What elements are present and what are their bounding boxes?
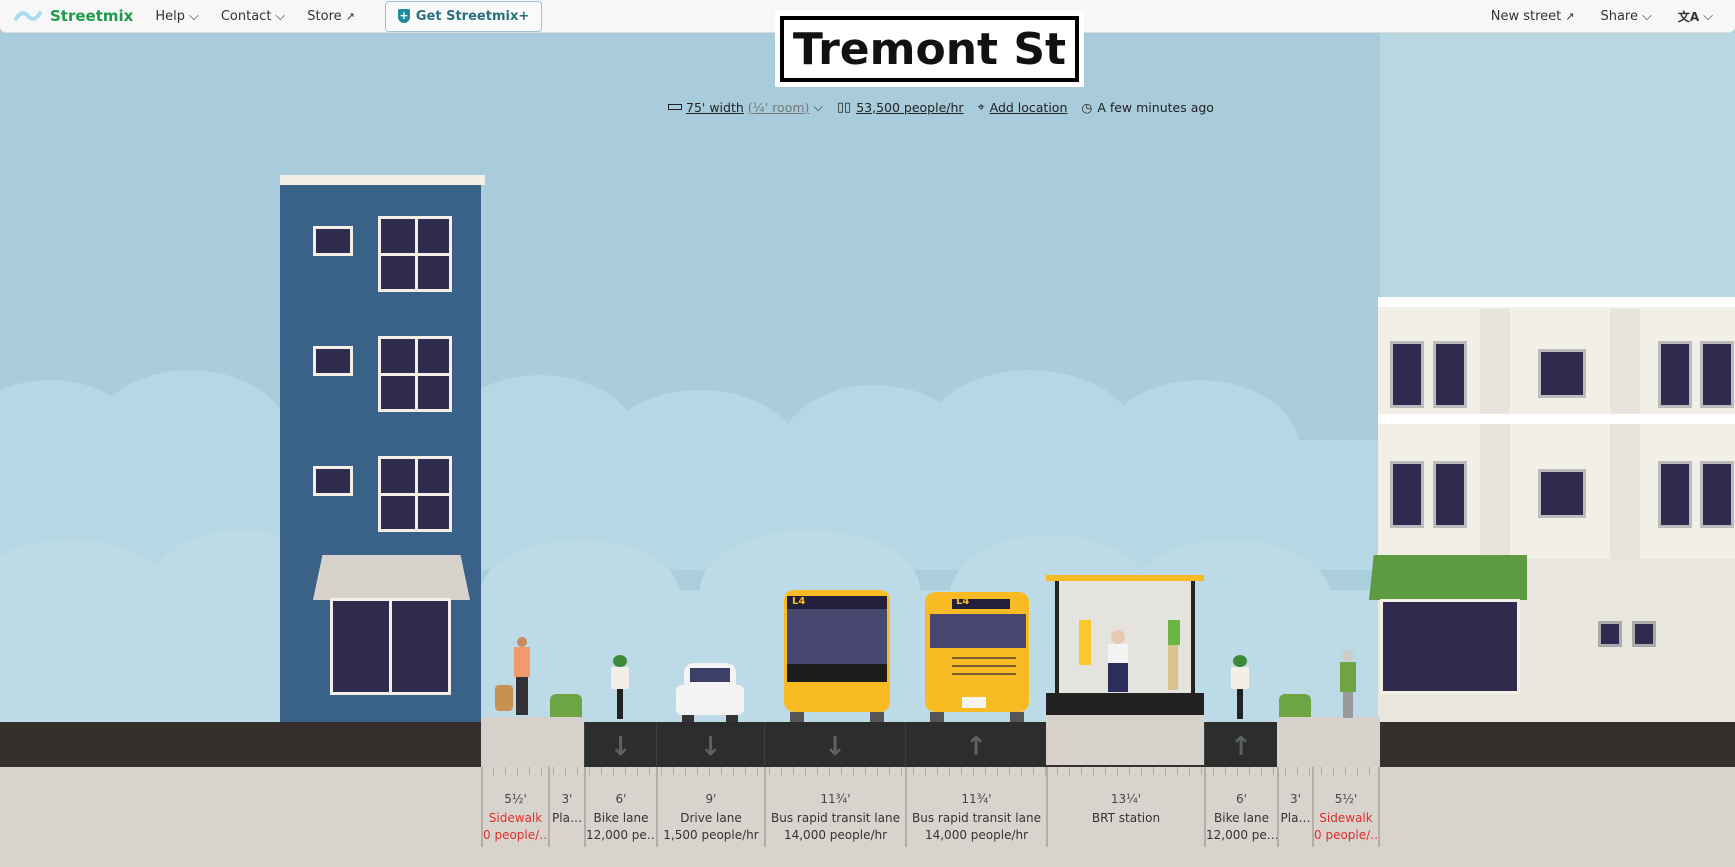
- arrow-down-icon: ↓: [609, 732, 632, 762]
- bus-rear: L4: [922, 590, 1032, 722]
- segment-info-bar: [0, 767, 1735, 867]
- street-meta-bar: 75' width(¼' room)⌵ ▯▯53,500 people/hr ⌖…: [668, 99, 1214, 115]
- ruler-ticks: [481, 767, 1381, 775]
- segment-brt-station[interactable]: 13¼'BRT station: [1046, 767, 1204, 847]
- brand-name: Streetmix: [50, 7, 134, 25]
- share-menu[interactable]: Share⌵: [1600, 9, 1652, 24]
- arrow-down-icon: ↓: [824, 732, 846, 762]
- translate-icon: 文A: [1677, 10, 1700, 24]
- arrow-up-icon: ↑: [965, 732, 987, 762]
- planter-flowers: [550, 694, 582, 717]
- chevron-down-icon: ⌵: [188, 8, 199, 24]
- segment-planter-right[interactable]: 3'Pla…: [1277, 767, 1312, 847]
- car: [674, 663, 746, 722]
- language-menu[interactable]: 文A⌵: [1678, 8, 1713, 25]
- new-street-link[interactable]: New street↗: [1490, 9, 1575, 24]
- sky-background-right: [1380, 33, 1735, 303]
- planter-flowers: [1279, 694, 1311, 717]
- street-name[interactable]: Tremont St: [780, 16, 1079, 82]
- streetmix-logo[interactable]: Streetmix: [14, 7, 133, 25]
- external-link-icon: ↗: [345, 9, 355, 23]
- clock-icon: ◷: [1081, 99, 1093, 115]
- cyclist: [606, 655, 634, 720]
- arrow-down-icon: ↓: [699, 732, 722, 762]
- pedestrian-with-dog: [495, 637, 535, 717]
- bus-front: L4: [782, 590, 892, 722]
- location-pin-icon: ⌖: [977, 99, 985, 114]
- chevron-down-icon: ⌵: [1641, 9, 1652, 24]
- help-menu[interactable]: Help⌵: [155, 8, 199, 24]
- pedestrian-with-walker: [1336, 650, 1360, 718]
- right-building: [1369, 297, 1735, 723]
- contact-menu[interactable]: Contact⌵: [220, 8, 286, 24]
- brt-station-shelter: [1046, 575, 1204, 715]
- buildings-icon: ▯▯: [836, 99, 852, 115]
- external-link-icon: ↗: [1565, 10, 1575, 23]
- cyclist: [1226, 655, 1254, 720]
- streetmix-wave-icon: [14, 11, 42, 21]
- arrow-up-icon: ↑: [1230, 732, 1252, 762]
- chevron-down-icon: ⌵: [813, 99, 823, 114]
- last-updated: ◷A few minutes ago: [1081, 99, 1214, 115]
- bus-route-sign: L4: [792, 596, 806, 607]
- left-building: [280, 175, 485, 723]
- chevron-down-icon: ⌵: [275, 8, 286, 24]
- street-name-sign[interactable]: Tremont St: [775, 11, 1084, 87]
- segment-planter-left[interactable]: 3'Pla…: [548, 767, 584, 847]
- capacity-link[interactable]: ▯▯53,500 people/hr: [836, 99, 964, 115]
- bus-route-sign: L4: [956, 596, 970, 607]
- shield-plus-icon: +: [397, 9, 410, 23]
- get-streetmix-plus-button[interactable]: +Get Streetmix+: [384, 0, 543, 32]
- street-width-control[interactable]: 75' width(¼' room)⌵: [668, 99, 823, 115]
- add-location-link[interactable]: ⌖Add location: [977, 99, 1068, 115]
- chevron-down-icon: ⌵: [1703, 9, 1713, 24]
- ruler-icon: [668, 104, 682, 110]
- store-link[interactable]: Store↗: [307, 8, 355, 24]
